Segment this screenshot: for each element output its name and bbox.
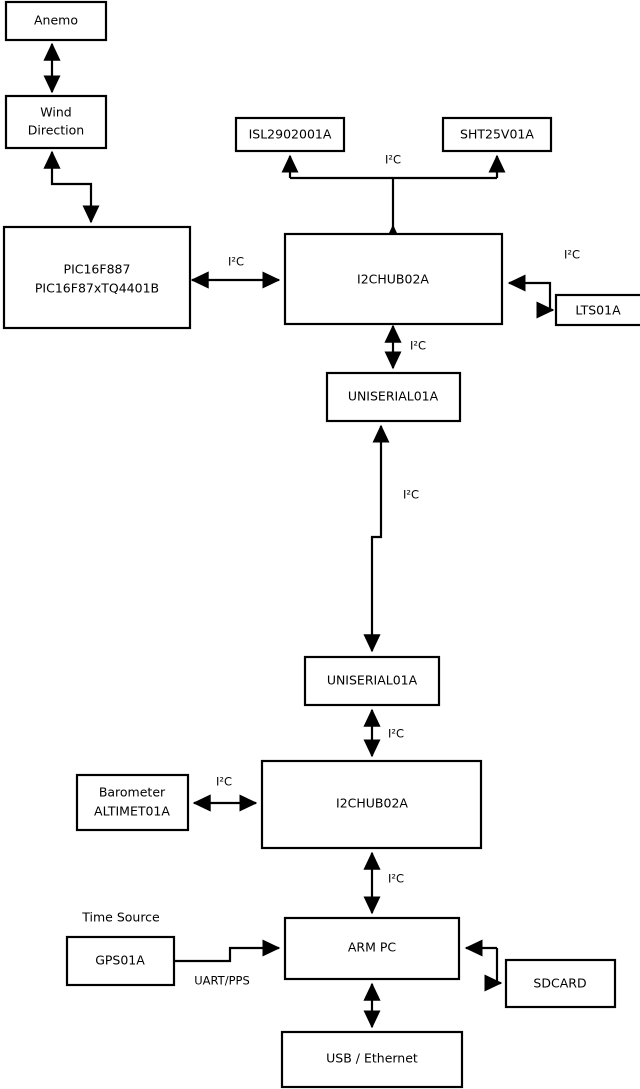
node-pic[interactable]: PIC16F887 PIC16F87xTQ4401B: [2, 225, 192, 330]
node-sht-label: SHT25V01A: [460, 127, 534, 142]
node-usb-ethernet-box[interactable]: [280, 1030, 464, 1089]
node-hub-top[interactable]: I2CHUB02A: [283, 232, 504, 326]
node-sdcard-label: SDCARD: [533, 976, 586, 991]
node-hub-bottom-box[interactable]: [260, 759, 483, 850]
edge-label-hubbot-armpc: I²C: [388, 872, 404, 886]
edge-uniserial-link: [363, 424, 390, 653]
node-barometer-label-line2: ALTIMET01A: [94, 804, 170, 819]
node-arm-pc-label: ARM PC: [348, 940, 397, 955]
edge-label-uniserial-link: I²C: [403, 488, 419, 502]
edge-label-lts: I²C: [564, 248, 580, 262]
edge-label-pic-hubtop: I²C: [228, 255, 244, 269]
node-hub-bottom[interactable]: I2CHUB02A: [260, 759, 483, 850]
edge-armpc-sdcard-jog: [495, 948, 500, 985]
node-usb-ethernet-label: USB / Ethernet: [326, 1051, 418, 1066]
node-hub-top-label: I2CHUB02A: [357, 272, 429, 287]
node-pic-box[interactable]: [2, 225, 192, 330]
edge-label-sensor-bus: I²C: [385, 153, 401, 167]
node-wind-direction-label-line2: Direction: [28, 123, 84, 138]
node-lts-label: LTS01A: [575, 303, 621, 318]
node-sht[interactable]: SHT25V01A: [441, 116, 553, 153]
edge-hubtop-lts-return: [507, 274, 552, 310]
node-uniserial-bottom[interactable]: UNISERIAL01A: [303, 655, 441, 707]
node-barometer-box[interactable]: [75, 773, 190, 832]
node-isl[interactable]: ISL2902001A: [234, 116, 346, 153]
edge-label-barometer: I²C: [216, 775, 232, 789]
node-gps[interactable]: GPS01A: [65, 935, 176, 987]
node-sdcard-box[interactable]: [504, 958, 617, 1009]
node-arm-pc-box[interactable]: [283, 916, 461, 981]
node-pic-label-line2: PIC16F87xTQ4401B: [35, 281, 159, 296]
node-wind-direction[interactable]: Wind Direction: [4, 94, 108, 150]
node-lts[interactable]: LTS01A: [554, 293, 640, 327]
node-anemo[interactable]: Anemo: [4, 0, 108, 42]
node-isl-box[interactable]: [234, 116, 346, 153]
node-gps-label: GPS01A: [95, 953, 145, 968]
edge-gps-armpc: [175, 939, 281, 963]
node-anemo-box[interactable]: [4, 0, 108, 42]
node-uniserial-bottom-label: UNISERIAL01A: [327, 673, 418, 688]
edge-label-hubtop-uniserial: I²C: [410, 339, 426, 353]
node-usb-ethernet[interactable]: USB / Ethernet: [280, 1030, 464, 1089]
edge-wind-pic: [43, 150, 100, 224]
node-wind-direction-box[interactable]: [4, 94, 108, 150]
node-arm-pc[interactable]: ARM PC: [283, 916, 461, 981]
node-hub-top-box[interactable]: [283, 232, 504, 326]
edge-label-uniserialbot-hubbot: I²C: [388, 727, 404, 741]
node-sht-box[interactable]: [441, 116, 553, 153]
node-uniserial-top[interactable]: UNISERIAL01A: [325, 371, 462, 423]
node-pic-label-line1: PIC16F887: [64, 262, 131, 277]
node-hub-bottom-label: I2CHUB02A: [336, 796, 408, 811]
node-barometer[interactable]: Barometer ALTIMET01A: [75, 773, 190, 832]
node-wind-direction-label-line1: Wind: [40, 105, 71, 120]
node-uniserial-top-label: UNISERIAL01A: [348, 389, 439, 404]
label-time-source: Time Source: [81, 910, 160, 925]
node-isl-label: ISL2902001A: [249, 127, 332, 142]
node-lts-box[interactable]: [554, 293, 640, 327]
node-anemo-label: Anemo: [34, 13, 78, 28]
node-sdcard[interactable]: SDCARD: [504, 958, 617, 1009]
node-uniserial-bottom-box[interactable]: [303, 655, 441, 707]
node-uniserial-top-box[interactable]: [325, 371, 462, 423]
node-barometer-label-line1: Barometer: [99, 785, 166, 800]
node-gps-box[interactable]: [65, 935, 176, 987]
edge-label-uart-pps: UART/PPS: [194, 974, 250, 988]
